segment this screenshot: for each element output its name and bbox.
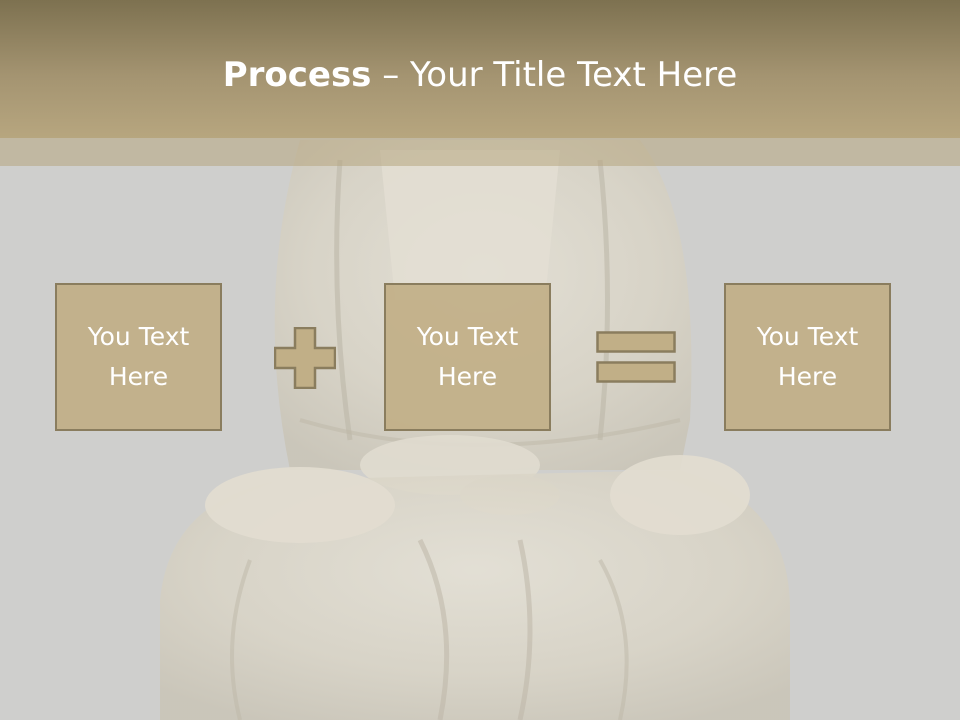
- text-box-1[interactable]: You Text Here: [55, 283, 222, 431]
- text-box-3[interactable]: You Text Here: [724, 283, 891, 431]
- text-box-2-label: You Text Here: [416, 322, 519, 391]
- text-box-2[interactable]: You Text Here: [384, 283, 551, 431]
- text-box-1-label: You Text Here: [87, 322, 190, 391]
- title-bar: [0, 0, 960, 138]
- text-box-3-label: You Text Here: [756, 322, 859, 391]
- slide-title-bold: Process: [222, 55, 372, 95]
- slide-title[interactable]: Process – Your Title Text Here: [0, 52, 960, 98]
- plus-icon: [274, 327, 336, 389]
- equals-icon: [596, 331, 676, 383]
- slide-title-rest: – Your Title Text Here: [371, 55, 738, 95]
- title-bar-strip: [0, 138, 960, 166]
